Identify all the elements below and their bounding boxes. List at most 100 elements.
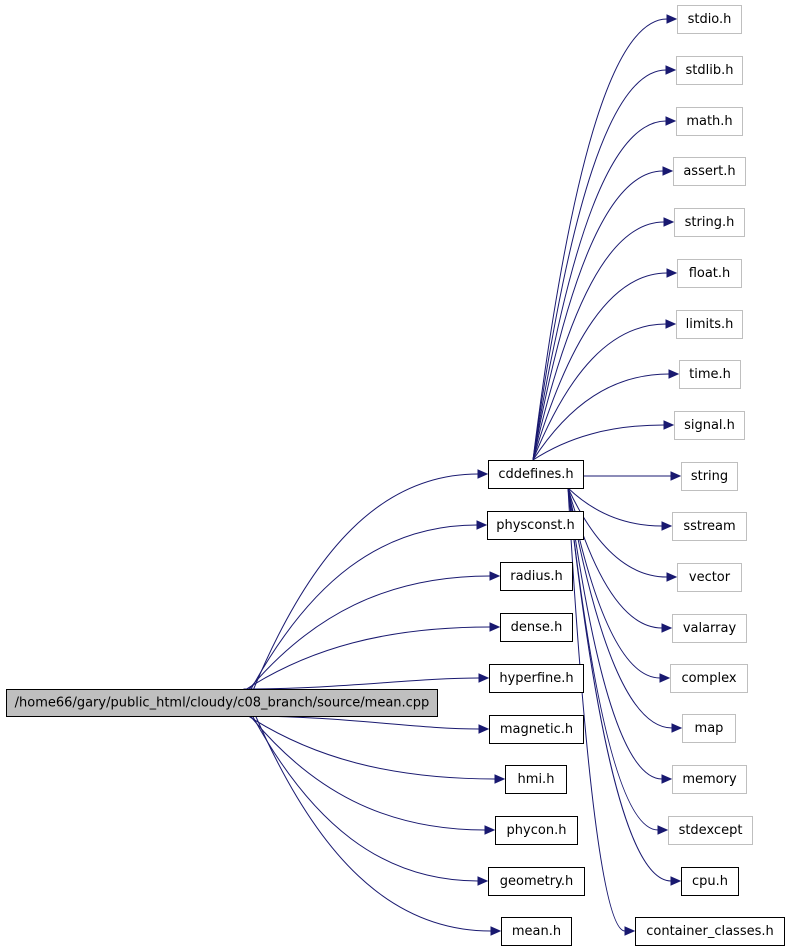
- node-label-stdlib: stdlib.h: [686, 63, 734, 78]
- node-physconst[interactable]: physconst.h: [487, 511, 584, 540]
- node-box-float: [677, 259, 742, 288]
- node-signal[interactable]: signal.h: [674, 411, 745, 440]
- edge-cddefines-to-vector: [567, 487, 668, 578]
- edge-cddefines-to-time: [532, 373, 670, 461]
- edge-root-to-magnetic: [244, 715, 480, 730]
- edge-cddefines-to-stringh: [532, 221, 665, 461]
- arrowhead-cddefines: [477, 469, 489, 479]
- node-box-math: [676, 107, 743, 136]
- arrowhead-stdexcept: [657, 825, 669, 835]
- edge-cddefines-to-assert: [532, 170, 664, 461]
- node-memory[interactable]: memory: [672, 765, 747, 794]
- node-label-sstream: sstream: [683, 519, 735, 534]
- arrowhead-limits: [665, 319, 677, 329]
- node-dense[interactable]: dense.h: [500, 613, 573, 642]
- arrowhead-valarray: [661, 623, 673, 633]
- node-map[interactable]: map: [682, 714, 736, 743]
- edge-root-to-cddefines: [253, 473, 479, 690]
- edge-root-to-mean: [255, 715, 492, 932]
- node-label-cpu: cpu.h: [692, 874, 728, 889]
- arrowhead-signal: [663, 420, 675, 430]
- node-box-signal: [674, 411, 745, 440]
- node-label-physconst: physconst.h: [496, 518, 575, 533]
- arrowhead-cpu: [670, 876, 682, 886]
- edge-root-to-physconst: [250, 524, 478, 690]
- node-stdlib[interactable]: stdlib.h: [676, 56, 743, 85]
- edge-cddefines-to-limits: [532, 323, 667, 461]
- node-label-stdio: stdio.h: [688, 12, 732, 27]
- node-cpu[interactable]: cpu.h: [681, 867, 739, 896]
- node-float[interactable]: float.h: [677, 259, 742, 288]
- node-box-string: [681, 462, 738, 491]
- node-box-valarray: [672, 614, 747, 643]
- edge-root-to-dense: [246, 626, 491, 690]
- arrowhead-string: [670, 471, 682, 481]
- node-string[interactable]: string: [681, 462, 738, 491]
- node-root: /home66/gary/public_html/cloudy/c08_bran…: [6, 689, 438, 717]
- edge-root-to-hmi: [247, 715, 496, 780]
- node-label-limits: limits.h: [686, 317, 734, 332]
- node-time[interactable]: time.h: [679, 360, 741, 389]
- arrowhead-mean: [490, 926, 502, 936]
- node-box-physconst: [487, 511, 584, 540]
- node-container[interactable]: container_classes.h: [635, 917, 785, 946]
- node-label-hmi: hmi.h: [518, 772, 555, 787]
- node-magnetic[interactable]: magnetic.h: [489, 715, 584, 744]
- edge-cddefines-to-memory: [567, 487, 663, 780]
- node-geometry[interactable]: geometry.h: [488, 867, 585, 896]
- node-hyperfine[interactable]: hyperfine.h: [489, 664, 584, 693]
- node-vector[interactable]: vector: [677, 563, 742, 592]
- node-stdexcept[interactable]: stdexcept: [668, 816, 753, 845]
- node-box-geometry: [488, 867, 585, 896]
- edge-cddefines-to-map: [567, 487, 673, 729]
- node-assert[interactable]: assert.h: [673, 157, 746, 186]
- node-complex[interactable]: complex: [670, 664, 748, 693]
- edge-cddefines-to-container: [567, 487, 626, 932]
- arrowhead-stdlib: [665, 65, 677, 75]
- node-label-mean: mean.h: [512, 924, 561, 939]
- arrowhead-magnetic: [478, 724, 490, 734]
- node-limits[interactable]: limits.h: [676, 310, 743, 339]
- node-box-sstream: [672, 512, 747, 541]
- edge-root-to-phycon: [249, 715, 486, 831]
- node-label-stdexcept: stdexcept: [679, 823, 743, 838]
- node-box-container: [635, 917, 785, 946]
- node-label-cddefines: cddefines.h: [498, 467, 573, 482]
- node-sstream[interactable]: sstream: [672, 512, 747, 541]
- node-cddefines[interactable]: cddefines.h: [488, 460, 584, 489]
- node-valarray[interactable]: valarray: [672, 614, 747, 643]
- node-box-time: [679, 360, 741, 389]
- edge-cddefines-to-stdlib: [532, 69, 667, 461]
- node-box-mean: [501, 917, 572, 946]
- node-phycon[interactable]: phycon.h: [495, 816, 578, 845]
- edge-root-to-hyperfine: [243, 677, 480, 690]
- node-box-hmi: [505, 765, 567, 794]
- node-hmi[interactable]: hmi.h: [505, 765, 567, 794]
- arrowhead-stdio: [666, 14, 678, 24]
- arrowhead-complex: [659, 673, 671, 683]
- node-box-magnetic: [489, 715, 584, 744]
- arrowhead-geometry: [477, 876, 489, 886]
- node-stringh[interactable]: string.h: [674, 208, 745, 237]
- arrowhead-time: [668, 369, 680, 379]
- node-box-phycon: [495, 816, 578, 845]
- node-box-limits: [676, 310, 743, 339]
- node-label-phycon: phycon.h: [507, 823, 567, 838]
- node-mean[interactable]: mean.h: [501, 917, 572, 946]
- node-label-radius: radius.h: [510, 569, 563, 584]
- edge-cddefines-to-cpu: [567, 487, 672, 882]
- edge-cddefines-to-float: [532, 272, 668, 461]
- arrowhead-float: [666, 268, 678, 278]
- node-math[interactable]: math.h: [676, 107, 743, 136]
- node-label-math: math.h: [686, 114, 732, 129]
- node-stdio[interactable]: stdio.h: [677, 5, 742, 34]
- arrowhead-map: [671, 723, 683, 733]
- node-box-cpu: [681, 867, 739, 896]
- arrowhead-vector: [666, 572, 678, 582]
- node-box-stdlib: [676, 56, 743, 85]
- node-radius[interactable]: radius.h: [500, 562, 573, 591]
- edge-cddefines-to-stdio: [532, 18, 668, 461]
- node-box-complex: [670, 664, 748, 693]
- node-box-map: [682, 714, 736, 743]
